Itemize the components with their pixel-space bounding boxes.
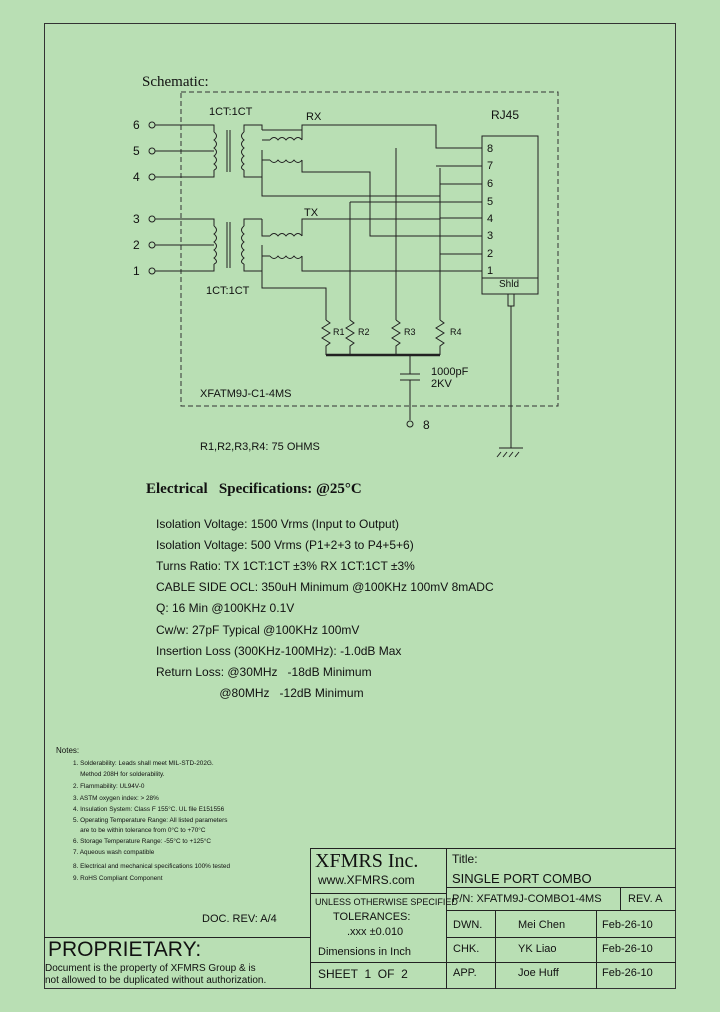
capacitor: [400, 355, 420, 420]
shield-label: Shld: [499, 279, 520, 290]
rx-label: RX: [306, 111, 322, 123]
r1-label: R1: [333, 327, 345, 337]
note-item: 5. Operating Temperature Range: All list…: [73, 817, 228, 824]
spec-line: @80MHz -12dB Minimum: [156, 686, 364, 700]
capacitor-value: 1000pF: [431, 366, 469, 378]
note-item: 7. Aqueous wash compatible: [73, 849, 155, 856]
pin-label-5: 5: [133, 144, 140, 158]
unless-specified: UNLESS OTHERWISE SPECIFIED: [315, 897, 458, 907]
spec-line: CABLE SIDE OCL: 350uH Minimum @100KHz 10…: [156, 580, 494, 594]
rj45-pin-4: 4: [487, 213, 494, 225]
pin-label-3: 3: [133, 212, 140, 226]
tolerances-value: .xxx ±0.010: [347, 926, 404, 938]
note-item: 4. Insulation System: Class F 155°C. UL …: [73, 806, 225, 813]
r2-label: R2: [358, 327, 370, 337]
spec-line: Turns Ratio: TX 1CT:1CT ±3% RX 1CT:1CT ±…: [156, 559, 415, 573]
app-name: Joe Huff: [518, 967, 559, 979]
rj45-label: RJ45: [491, 108, 520, 122]
revision: REV. A: [628, 893, 663, 905]
rj45-pin-2: 2: [487, 248, 494, 260]
pin-4-terminal: [148, 173, 156, 181]
rj45-pin-3: 3: [487, 230, 494, 242]
resistor-r2: [345, 319, 355, 355]
chk-role: CHK.: [453, 943, 480, 955]
note-item: Method 208H for solderability.: [73, 771, 165, 778]
pin-1-terminal: [148, 267, 156, 275]
module-boundary: [180, 91, 559, 407]
rj45-connector: [481, 135, 539, 295]
spec-line: Isolation Voltage: 1500 Vrms (Input to O…: [156, 517, 400, 531]
rj45-pin-6: 6: [487, 178, 494, 190]
company-website: www.XFMRS.com: [318, 873, 415, 887]
ground-symbol: [496, 294, 523, 458]
resistor-note: R1,R2,R3,R4: 75 OHMS: [200, 441, 320, 453]
pin-label-6: 6: [133, 118, 140, 132]
spec-line: Isolation Voltage: 500 Vrms (P1+2+3 to P…: [156, 538, 414, 552]
chk-date: Feb-26-10: [602, 943, 653, 955]
doc-revision: DOC. REV: A/4: [202, 913, 277, 925]
r4-label: R4: [450, 327, 462, 337]
resistor-r1: [321, 319, 331, 355]
app-date: Feb-26-10: [602, 967, 653, 979]
bottom-transformer: [213, 148, 482, 320]
part-number: P/N: XFATM9J-COMBO1-4MS: [452, 893, 602, 905]
company-name: XFMRS Inc.: [315, 850, 419, 872]
module-label: XFATM9J-C1-4MS: [200, 388, 292, 400]
proprietary-heading: PROPRIETARY:: [48, 938, 202, 961]
bottom-ratio-label: 1CT:1CT: [206, 285, 250, 297]
note-item: 3. ASTM oxygen index: > 28%: [73, 795, 159, 802]
pin-8-terminal: [406, 420, 414, 428]
title-label: Title:: [452, 852, 478, 866]
note-item: 2. Flammability: UL94V-0: [73, 783, 145, 790]
proprietary-line-1: Document is the property of XFMRS Group …: [45, 963, 256, 974]
r3-label: R3: [404, 327, 416, 337]
spec-line: Insertion Loss (300KHz-100MHz): -1.0dB M…: [156, 644, 402, 658]
spec-line: Cw/w: 27pF Typical @100KHz 100mV: [156, 623, 360, 637]
dimensions-unit: Dimensions in Inch: [318, 946, 411, 958]
top-ratio-label: 1CT:1CT: [209, 106, 253, 118]
pin-label-4: 4: [133, 170, 140, 184]
tolerances-label: TOLERANCES:: [333, 911, 411, 923]
dwn-role: DWN.: [453, 919, 483, 931]
spec-line: Return Loss: @30MHz -18dB Minimum: [156, 665, 372, 679]
notes-heading: Notes:: [56, 746, 80, 755]
specs-heading: Electrical Specifications: @25°C: [146, 481, 362, 497]
pin-2-terminal: [148, 241, 156, 249]
resistor-r3: [391, 319, 401, 355]
chk-name: YK Liao: [518, 943, 557, 955]
capacitor-voltage: 2KV: [431, 378, 452, 390]
pin-label-2: 2: [133, 238, 140, 252]
rj45-pin-5: 5: [487, 196, 494, 208]
pin-5-terminal: [148, 147, 156, 155]
schematic-heading: Schematic:: [142, 74, 209, 90]
note-item: 6. Storage Temperature Range: -55°C to +…: [73, 838, 212, 845]
app-role: APP.: [453, 967, 477, 979]
sheet-number: SHEET 1 OF 2: [318, 967, 408, 981]
title-value: SINGLE PORT COMBO: [452, 871, 592, 886]
note-item: are to be within tolerance from 0°C to +…: [73, 827, 206, 834]
pin-3-terminal: [148, 215, 156, 223]
schematic-diagram: [148, 91, 559, 458]
drawing-frame: [44, 23, 676, 989]
rj45-pin-8: 8: [487, 143, 494, 155]
note-item: 1. Solderability: Leads shall meet MIL-S…: [73, 760, 214, 767]
tx-label: TX: [304, 207, 319, 219]
note-item: 8. Electrical and mechanical specificati…: [73, 863, 231, 870]
pin-label-1: 1: [133, 264, 140, 278]
pin-8-label: 8: [423, 418, 430, 432]
resistor-r4: [435, 319, 445, 355]
spec-line: Q: 16 Min @100KHz 0.1V: [156, 601, 295, 615]
pin-6-terminal: [148, 121, 156, 129]
rj45-pin-7: 7: [487, 160, 494, 172]
rj45-pin-1: 1: [487, 265, 494, 277]
dwn-date: Feb-26-10: [602, 919, 653, 931]
note-item: 9. RoHS Compliant Component: [73, 875, 163, 882]
dwn-name: Mei Chen: [518, 919, 566, 931]
proprietary-line-2: not allowed to be duplicated without aut…: [45, 975, 267, 986]
